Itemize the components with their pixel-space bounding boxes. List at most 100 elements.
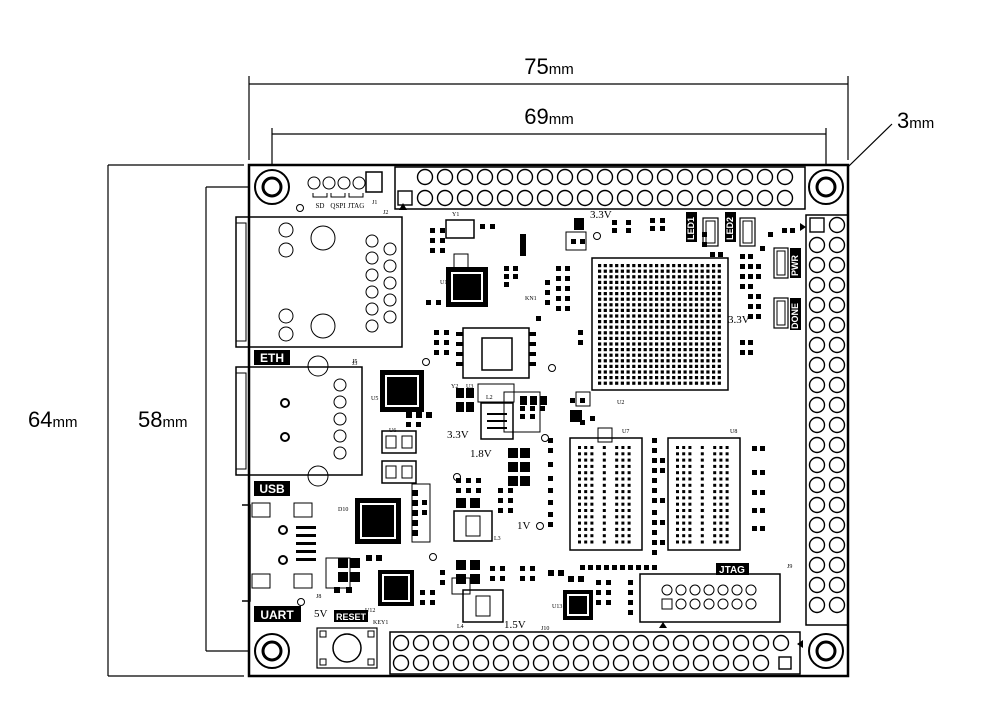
- bga-ball: [672, 314, 676, 318]
- ddr-ball: [621, 540, 625, 544]
- bga-ball: [672, 342, 676, 346]
- header-top-pin: [776, 189, 794, 207]
- smd-pad: [548, 476, 553, 481]
- ddr-ball: [615, 452, 619, 456]
- bga-ball: [598, 308, 602, 312]
- refdes-l2: L2: [486, 395, 493, 401]
- refdes-y1: Y1: [452, 212, 459, 218]
- ddr-ball: [584, 490, 588, 494]
- ddr-ball: [578, 477, 581, 481]
- bga-ball: [666, 359, 670, 363]
- ddr-ball: [602, 452, 606, 456]
- ddr-ball: [719, 521, 723, 525]
- bga-ball: [712, 342, 716, 346]
- bga-ball: [666, 269, 670, 273]
- header-bottom-pin: [512, 654, 530, 672]
- ddr-ball: [621, 483, 625, 487]
- bga-ball: [655, 280, 659, 284]
- smd-pad: [756, 304, 761, 309]
- smd-pad: [504, 282, 509, 287]
- smd-pad: [652, 540, 657, 545]
- ddr-ball: [602, 483, 606, 487]
- ddr-ball: [602, 534, 606, 538]
- smd-pad: [604, 565, 609, 570]
- ddr-ball: [627, 502, 631, 506]
- bga-ball: [717, 275, 721, 279]
- bga-ball: [694, 275, 699, 279]
- ddr-ball: [627, 509, 631, 512]
- smd-pad: [760, 446, 765, 451]
- bga-ball: [609, 348, 613, 352]
- bga-ball: [666, 292, 670, 296]
- ddr-ball: [688, 446, 692, 449]
- bga-ball: [643, 370, 647, 374]
- smd-pad: [520, 576, 525, 581]
- smd-pad: [444, 340, 449, 345]
- ddr-ball: [713, 527, 717, 531]
- smd-pad: [628, 565, 633, 570]
- header-right-pin: [828, 476, 846, 494]
- bga-ball: [694, 292, 699, 296]
- bga-ball: [677, 364, 681, 368]
- smd-pad: [498, 498, 503, 503]
- bga-ball: [655, 359, 659, 363]
- smd-pad: [420, 600, 425, 605]
- ddr-ball: [676, 521, 679, 525]
- test-point: [429, 553, 437, 561]
- ddr-ball: [590, 527, 594, 531]
- header-bottom-pin: [432, 654, 450, 672]
- smd-pad: [466, 478, 471, 483]
- bga-ball: [694, 359, 699, 363]
- boot-select: SD QSPI JTAG J1: [307, 171, 383, 210]
- bga-ball: [609, 280, 613, 284]
- bga-ball: [689, 292, 693, 296]
- bga-ball: [643, 275, 647, 279]
- bga-ball: [700, 364, 704, 368]
- bga-ball: [672, 364, 676, 368]
- voltage-15: 1.5V: [504, 619, 526, 631]
- ddr-ball: [621, 452, 625, 456]
- svg-text:U7: U7: [622, 429, 629, 435]
- smd-pad: [660, 458, 665, 463]
- bga-ball: [603, 275, 607, 279]
- bga-ball: [689, 325, 693, 329]
- ddr-ball: [725, 458, 729, 462]
- smd-pad: [748, 284, 753, 289]
- bga-ball: [626, 308, 630, 312]
- bga-ball: [683, 297, 687, 301]
- bga-ball: [660, 308, 664, 312]
- bga-ball: [712, 325, 716, 329]
- smd-pad: [596, 590, 601, 595]
- smd-pad: [790, 228, 795, 233]
- bga-ball: [609, 342, 613, 346]
- bga-ball: [626, 269, 630, 273]
- smd-pad: [444, 350, 449, 355]
- ddr-ball: [688, 521, 692, 525]
- bga-ball: [694, 364, 699, 368]
- smd-pad: [440, 228, 445, 233]
- bga-ball: [717, 292, 721, 296]
- bga-ball: [666, 286, 670, 290]
- bga-ball: [712, 353, 716, 357]
- bga-ball: [620, 342, 624, 346]
- bga-ball: [632, 286, 636, 290]
- bga-ball: [603, 381, 607, 385]
- smd-pad: [530, 414, 535, 419]
- bga-ball: [598, 286, 602, 290]
- header-top-pin: [616, 168, 634, 186]
- bga-ball: [672, 264, 676, 268]
- bga-ball: [706, 314, 710, 318]
- bga-ball: [598, 264, 602, 268]
- header-bottom-pin: [592, 634, 610, 652]
- smd-pad: [752, 446, 757, 451]
- inductor-l3: [453, 510, 493, 542]
- ddr-ball: [676, 483, 679, 487]
- ddr-ball: [725, 534, 729, 538]
- refdes-u3: U3: [466, 384, 473, 390]
- ddr-ball: [615, 471, 619, 475]
- bga-ball: [717, 269, 721, 273]
- bga-ball: [632, 364, 636, 368]
- ddr-ball: [578, 534, 581, 538]
- ddr-ball: [602, 490, 606, 494]
